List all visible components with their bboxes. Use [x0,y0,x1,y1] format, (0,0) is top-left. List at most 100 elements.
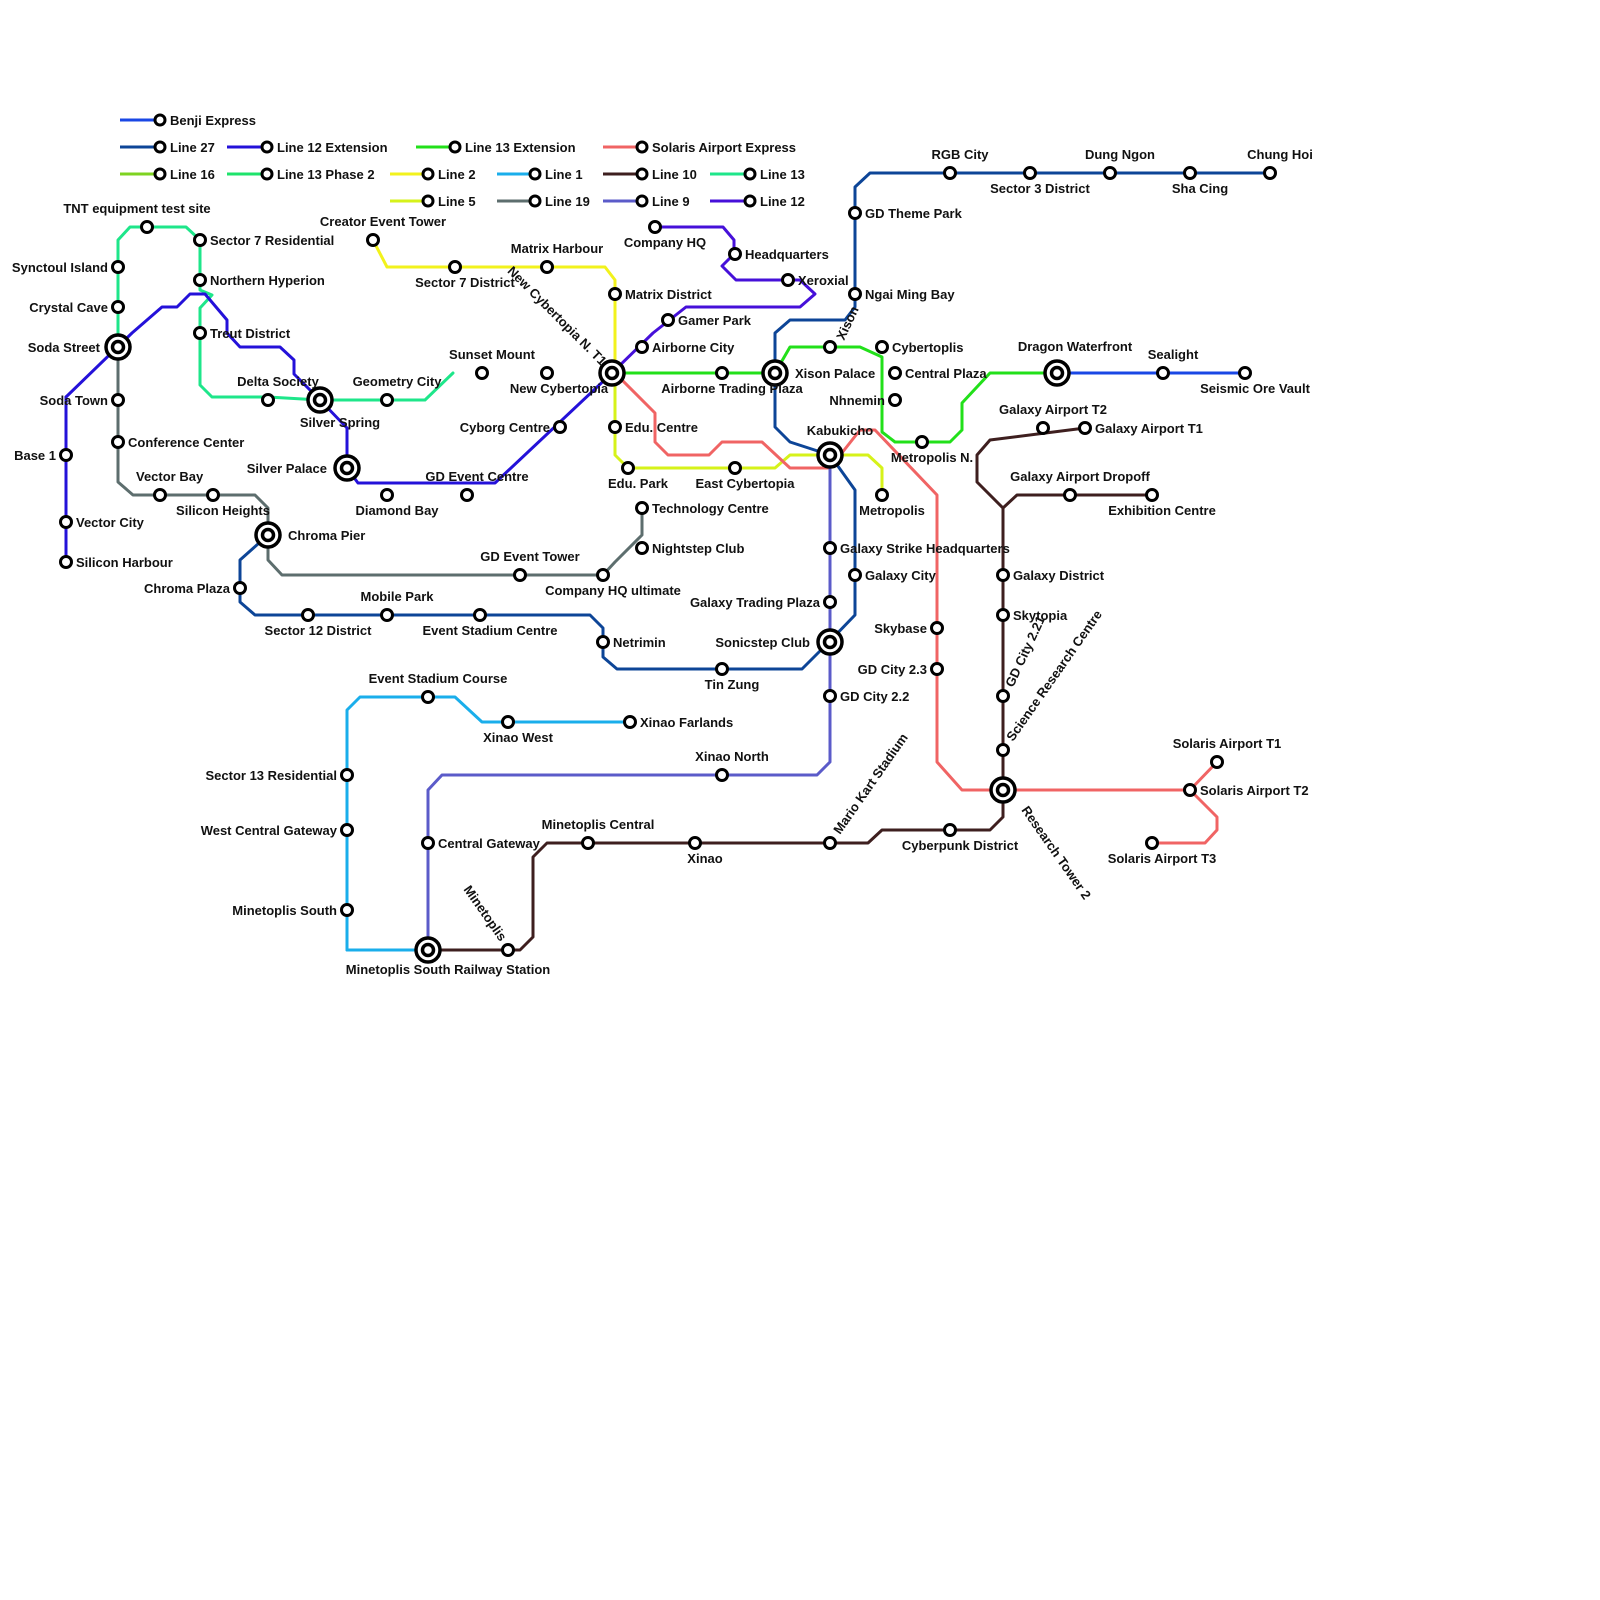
station-marker [475,366,489,380]
legend-station-icon [635,167,649,181]
station-label-geometry: Geometry City [353,374,443,389]
station-label-sat1: Solaris Airport T1 [1173,736,1282,751]
station-label-msrs: Minetoplis South Railway Station [346,962,550,977]
interchange-station-inner [822,447,838,463]
interchange-station-inner [822,634,838,650]
station-label-edu-park: Edu. Park [608,476,669,491]
station-label-gat1: Galaxy Airport T1 [1095,421,1203,436]
station-marker [1210,755,1224,769]
route-line [1150,788,1219,845]
station-label-soda-st: Soda Street [28,340,101,355]
station-marker [380,393,394,407]
station-label-chroma-pier: Chroma Pier [288,528,365,543]
station-marker [848,206,862,220]
station-marker [340,823,354,837]
station-marker [875,488,889,502]
legend-item: Solaris Airport Express [603,140,796,155]
legend-label: Line 2 [438,167,476,182]
station-label-netrimin: Netrimin [613,635,666,650]
interchange-station-inner [312,392,328,408]
route-line [371,238,617,375]
legend-label: Line 13 Phase 2 [277,167,375,182]
station-label-exhibition: Exhibition Centre [1108,503,1216,518]
station-label-sha-cing: Sha Cing [1172,181,1228,196]
legend-item: Benji Express [120,113,256,128]
legend-item: Line 1 [497,167,583,182]
legend-item: Line 13 Extension [416,140,576,155]
legend-item: Line 9 [603,194,690,209]
interchange-station-inner [420,942,436,958]
station-marker [635,541,649,555]
legend-label: Line 27 [170,140,215,155]
station-marker [460,488,474,502]
legend-station-icon [635,140,649,154]
interchange-station-inner [604,365,620,381]
station-marker [915,435,929,449]
route-line [238,453,857,671]
station-marker [930,621,944,635]
route-line [1001,493,1154,510]
station-marker [996,568,1010,582]
station-marker [1145,836,1159,850]
station-marker [596,568,610,582]
station-label-sat2: Solaris Airport T2 [1200,783,1309,798]
legend-station-icon [743,194,757,208]
station-marker [380,488,394,502]
route-line [426,426,1087,952]
legend-label: Benji Express [170,113,256,128]
station-marker [193,273,207,287]
station-marker [233,581,247,595]
station-label-event-stadium-centre: Event Stadium Centre [422,623,557,638]
station-label-event-stadium-course: Event Stadium Course [369,671,508,686]
station-label-sunset: Sunset Mount [449,347,536,362]
station-label-gd-event-tower: GD Event Tower [480,549,579,564]
station-marker [930,662,944,676]
station-marker [261,393,275,407]
station-marker [728,461,742,475]
legend-station-icon [153,167,167,181]
station-label-kabukicho: Kabukicho [807,423,874,438]
station-label-xison: Xison [833,304,862,342]
station-marker [340,768,354,782]
station-label-sector3: Sector 3 District [990,181,1090,196]
station-marker [848,568,862,582]
station-marker [301,608,315,622]
station-label-synctoul: Synctoul Island [12,260,108,275]
station-marker [59,555,73,569]
station-marker [875,340,889,354]
legend-label: Solaris Airport Express [652,140,796,155]
station-label-sealight: Sealight [1148,347,1199,362]
station-marker [996,689,1010,703]
station-marker [501,715,515,729]
station-marker [111,300,125,314]
station-marker [1263,166,1277,180]
route-line [773,171,1272,457]
station-label-soda-town: Soda Town [40,393,108,408]
station-label-rgb: RGB City [931,147,989,162]
station-label-minetoplis-central: Minetoplis Central [542,817,655,832]
station-label-s7dist: Sector 7 District [415,275,515,290]
station-label-chroma-plaza: Chroma Plaza [144,581,231,596]
station-marker [501,943,515,957]
station-label-galaxy-trading: Galaxy Trading Plaza [690,595,821,610]
station-marker [661,313,675,327]
station-label-diamond-bay: Diamond Bay [355,503,439,518]
station-label-dung-ngon: Dung Ngon [1085,147,1155,162]
station-label-gsh: Galaxy Strike Headquarters [840,541,1010,556]
station-marker [621,461,635,475]
station-marker [635,340,649,354]
station-marker [111,435,125,449]
station-marker [540,260,554,274]
legend-item: Line 13 Phase 2 [227,167,375,182]
station-label-new-cyber: New Cybertopia [510,381,609,396]
legend-label: Line 1 [545,167,583,182]
station-label-xinao-farlands: Xinao Farlands [640,715,733,730]
legend-label: Line 12 Extension [277,140,388,155]
station-marker [473,608,487,622]
station-label-minetoplis-south: Minetoplis South [232,903,337,918]
station-label-tnt: TNT equipment test site [63,201,210,216]
legend-station-icon [421,194,435,208]
station-label-galaxy-district: Galaxy District [1013,568,1105,583]
